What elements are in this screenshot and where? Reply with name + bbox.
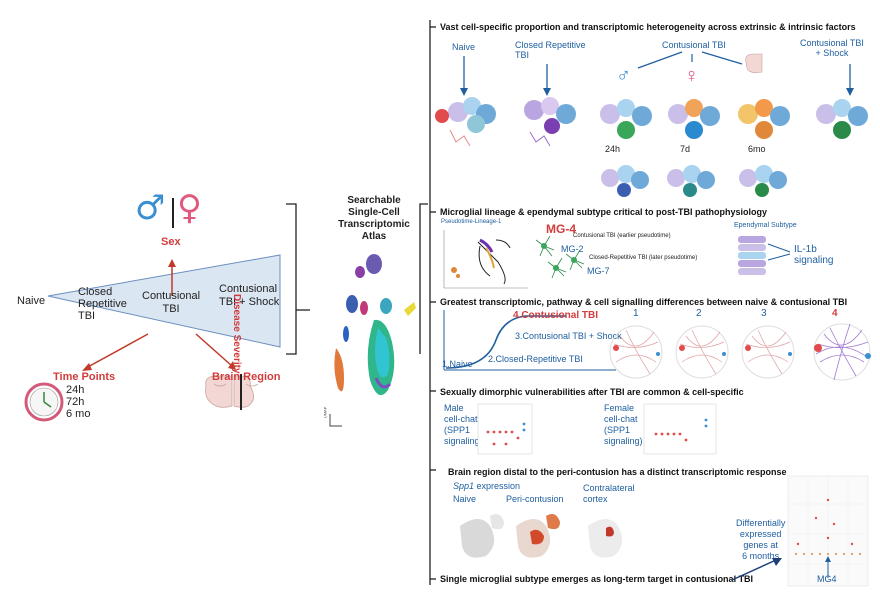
s1-contusional-label: Contusional TBI — [662, 40, 726, 50]
circle-plot-2 — [675, 325, 729, 379]
severity-naive: Naive — [17, 295, 46, 307]
time-point-24h: 24h — [66, 384, 85, 396]
s5-peri-label: Peri-contusion — [506, 494, 564, 504]
s2-ependymal-label: Ependymal Subtype — [734, 222, 797, 229]
female-symbol-icon: ♀ — [177, 188, 202, 228]
severity-curve — [443, 310, 616, 371]
cell-cluster-24h — [601, 165, 649, 197]
microglia-icons — [535, 235, 585, 279]
s3-panel-4: 4 — [832, 308, 838, 319]
s3-step-3: 3.Contusional TBI + Shock — [515, 331, 622, 341]
s1-contusional-shock-label: Contusional TBI + Shock — [800, 38, 864, 58]
atlas-title-line-4: Atlas — [361, 231, 387, 242]
s5-contra-label: Contralateral cortex — [583, 483, 635, 504]
s3-panel-3: 3 — [761, 308, 767, 319]
s5-deg-label: Differentially expressed genes at 6 mont… — [736, 518, 786, 561]
spp1-umaps — [460, 514, 623, 558]
atlas-title-line-2: Single-Cell — [348, 207, 400, 218]
cell-cluster-female — [668, 99, 720, 139]
section-2-title: Microglial lineage & ependymal subtype c… — [440, 207, 768, 217]
cell-cluster-naive — [435, 97, 496, 147]
brain-region-title: Brain Region — [212, 371, 281, 383]
cell-cluster-7d — [667, 165, 715, 197]
severity-closed-repetitive: Closed Repetitive TBI — [78, 286, 127, 322]
s5-naive-label: Naive — [453, 494, 477, 504]
s2-mg7-label: MG-7 — [587, 266, 610, 276]
atlas-title: Searchable Single-Cell Transcriptomic At… — [334, 195, 414, 243]
s1-time-24h: 24h — [605, 144, 621, 154]
section-3-title: Greatest transcriptomic, pathway & cell … — [440, 297, 848, 307]
time-point-6mo: 6 mo — [66, 408, 91, 420]
cell-cluster-male — [600, 99, 652, 139]
severity-contusional-shock: Contusional TBI + Shock — [219, 283, 280, 308]
sex-label: Sex — [161, 236, 181, 248]
severity-wedge — [47, 254, 281, 348]
cellchat-circle-plots — [609, 323, 871, 381]
cell-cluster-shock — [816, 99, 868, 139]
circle-plot-3 — [741, 325, 795, 379]
atlas-title-line-3: Transcriptomic — [338, 219, 410, 230]
section-5-title: Brain region distal to the peri-contusio… — [448, 467, 787, 477]
s2-mg2-label: MG-2 — [561, 244, 584, 254]
circle-plot-1 — [609, 325, 663, 379]
time-point-72h: 72h — [66, 396, 85, 408]
s1-time-7d: 7d — [680, 144, 691, 154]
s1-naive-label: Naive — [452, 42, 476, 52]
female-dotplot — [643, 403, 717, 455]
pseudotime-plot — [443, 230, 528, 289]
time-points-list: 24h 72h 6 mo — [66, 384, 90, 420]
s3-step-4: 4.Contusional TBI — [513, 310, 598, 321]
section-1-graphics: ♂ ♀ — [435, 51, 868, 197]
circle-plot-4 — [813, 323, 871, 381]
s1-brain-icon — [745, 53, 763, 73]
s2-mg4-label: MG-4 — [546, 222, 576, 236]
sex-group: ♂ ♀ Sex — [135, 188, 215, 254]
ependymal-cells-icon — [738, 236, 791, 275]
s1-female-icon: ♀ — [684, 65, 699, 87]
atlas-title-line-1: Searchable — [347, 195, 401, 206]
s1-closed-repetitive-label: Closed Repetitive TBI — [515, 40, 586, 60]
right-column-spine — [429, 20, 436, 585]
s4-male-label: Male cell-chat (SPP1 signaling) — [444, 403, 483, 446]
cell-cluster-closed-repetitive — [524, 97, 576, 147]
male-symbol-icon: ♂ — [135, 188, 166, 228]
section-6-title: Single microglial subtype emerges as lon… — [440, 574, 754, 584]
male-dotplot — [477, 403, 533, 455]
s5-mg4-label: MG4 — [817, 574, 837, 584]
umap-atlas-icon — [329, 254, 416, 427]
s3-step-1: 1.Naive — [442, 359, 473, 369]
s1-male-icon: ♂ — [616, 65, 631, 87]
s5-spp1-gene: Spp1 — [453, 481, 475, 491]
s3-step-2: 2.Closed-Repetitive TBI — [488, 354, 583, 364]
umap-contra — [588, 519, 623, 558]
umap-naive — [460, 514, 504, 558]
left-diagram-svg — [24, 254, 281, 422]
deg-volcano-plot — [787, 475, 869, 587]
s2-mg4-note: Contusional TBI (earlier pseudotime) — [573, 233, 671, 239]
s6-arrow — [731, 558, 782, 581]
s2-mg2-note: Closed-Repetitive TBI (later pseudotime) — [589, 255, 698, 261]
time-points-title: Time Points — [53, 371, 116, 383]
s5-spp1-suffix: expression — [474, 481, 521, 491]
s2-il1b-label: IL-1b signaling — [794, 244, 834, 266]
sex-divider — [172, 198, 174, 228]
severity-contusional: Contusional TBI — [142, 290, 201, 315]
s1-time-6mo: 6mo — [748, 144, 766, 154]
s4-female-label: Female cell-chat (SPP1 signaling) — [604, 403, 643, 446]
section-4-title: Sexually dimorphic vulnerabilities after… — [440, 387, 744, 397]
s2-pseudotime-label: Pseudotime-Lineage-1 — [441, 219, 502, 225]
cell-cluster-6mo — [739, 165, 787, 197]
umap-peri — [516, 514, 560, 558]
s3-panel-1: 1 — [633, 308, 639, 319]
atlas-bracket — [286, 203, 428, 355]
s5-spp1-label: Spp1 expression — [453, 481, 520, 491]
s3-panel-2: 2 — [696, 308, 702, 319]
section-1-title: Vast cell-specific proportion and transc… — [440, 22, 856, 32]
cell-cluster-brain — [738, 99, 790, 139]
umap-axis-label: UMAP — [322, 406, 328, 419]
brain-section-icon — [205, 374, 259, 410]
